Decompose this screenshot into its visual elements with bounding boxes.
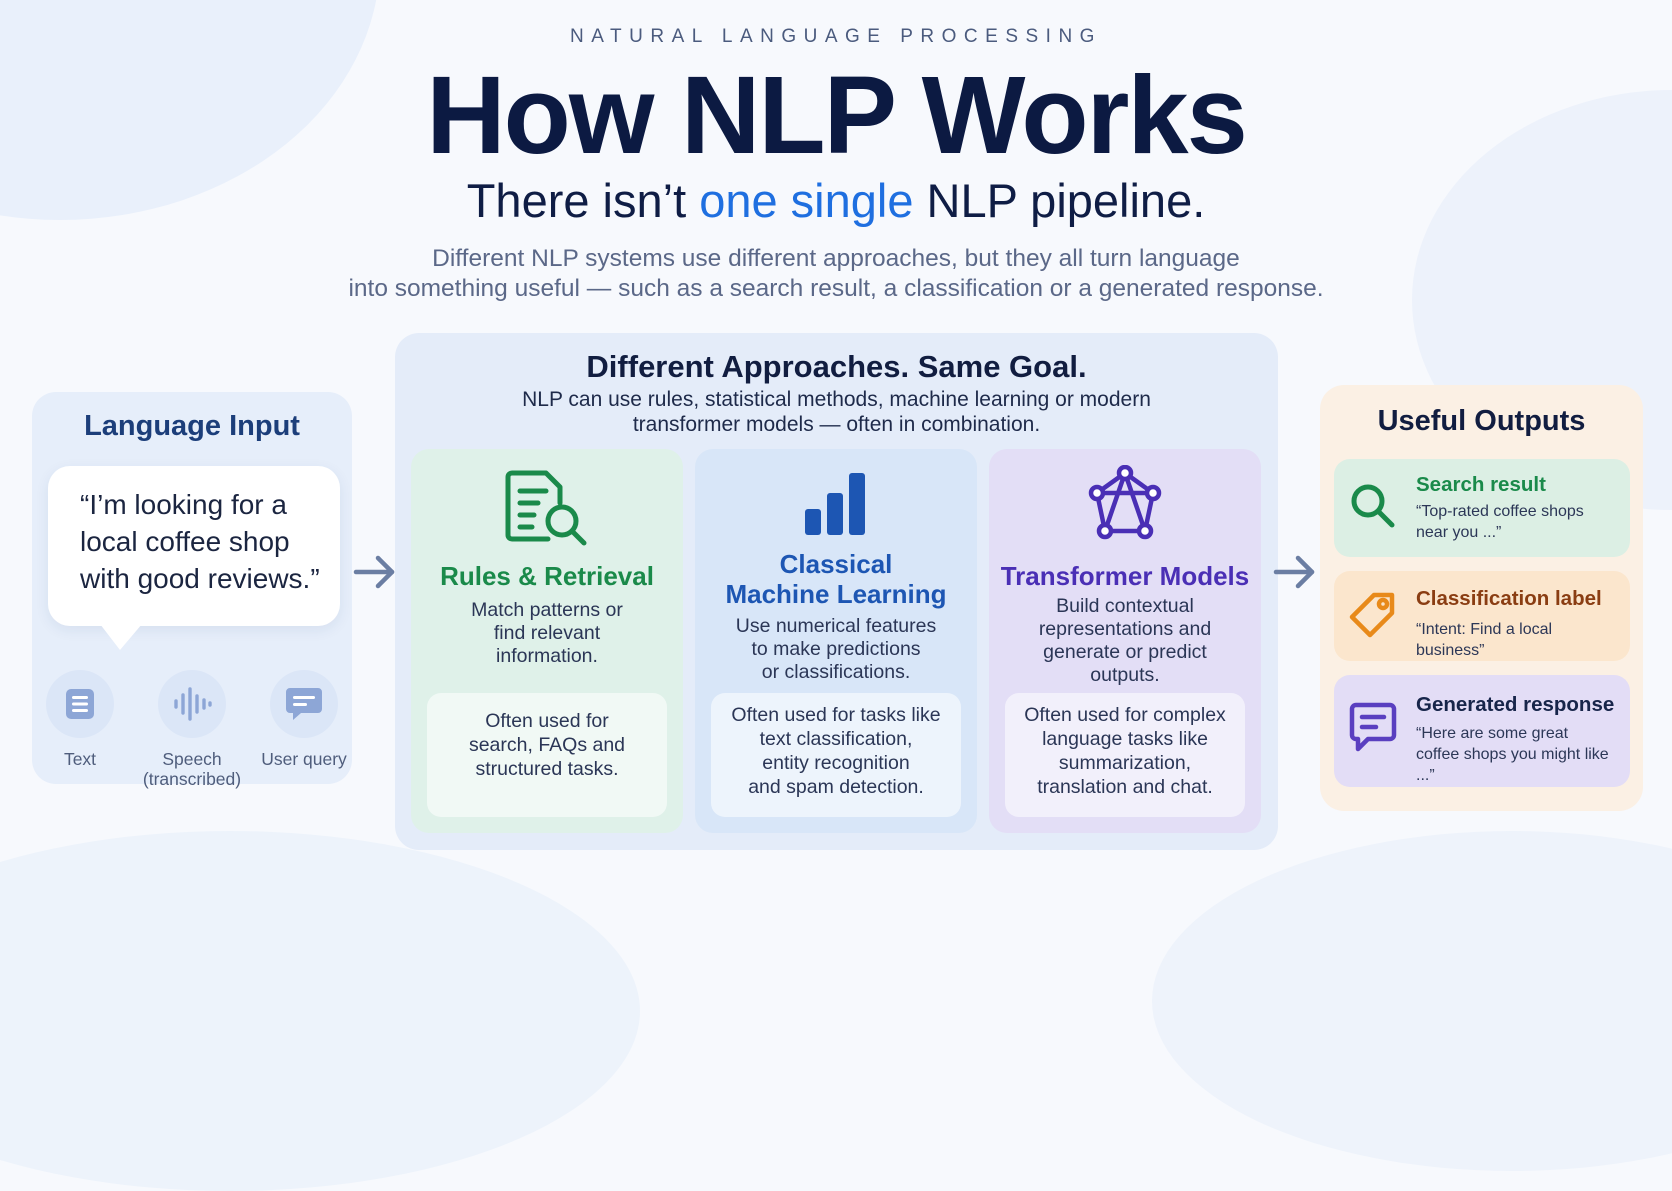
approach-card-note-line: and spam detection. xyxy=(748,776,924,798)
output-text-line: “Here are some great xyxy=(1416,725,1569,742)
input-source-label-line: (transcribed) xyxy=(142,769,242,789)
search-icon xyxy=(1348,481,1398,536)
approach-card-note: Often used for complex language tasks li… xyxy=(1005,693,1245,817)
document-search-icon xyxy=(502,469,592,554)
output-text-line: “Intent: Find a local business” xyxy=(1416,621,1553,659)
flow-arrow-icon xyxy=(352,552,398,592)
input-source-label-line: Text xyxy=(63,749,97,769)
flow-arrow-icon xyxy=(1272,552,1318,592)
output-text: “Here are some great coffee shops you mi… xyxy=(1416,723,1624,786)
output-text: “Top-rated coffee shops near you ...” xyxy=(1416,501,1624,543)
approach-card-description-line: outputs. xyxy=(1090,664,1160,686)
approach-card-description-line: generate or predict xyxy=(1043,641,1207,663)
output-title: Classification label xyxy=(1416,587,1602,610)
output-text: “Intent: Find a local business” xyxy=(1416,619,1624,661)
output-text-line: coffee shops you might like ...” xyxy=(1416,746,1609,784)
input-source-label-line: User query xyxy=(261,749,347,769)
message-icon xyxy=(1348,701,1398,760)
eyebrow-label: NATURAL LANGUAGE PROCESSING xyxy=(570,26,1102,47)
approach-card-title: Classical Machine Learning xyxy=(695,549,977,609)
output-text-line: “Top-rated coffee shops xyxy=(1416,503,1584,520)
approach-card-note-line: Often used for tasks like xyxy=(731,704,941,726)
approach-card-transformer: Transformer Models Build contextual repr… xyxy=(989,449,1261,833)
tag-icon xyxy=(1348,591,1398,646)
output-title: Search result xyxy=(1416,473,1546,496)
quote-text: “I’m looking for a local coffee shop wit… xyxy=(80,486,330,597)
approach-card-description-line: or classifications. xyxy=(761,661,911,683)
output-title: Generated response xyxy=(1416,693,1615,716)
approaches-title: Different Approaches. Same Goal. xyxy=(586,349,1087,384)
page-description: Different NLP systems use different appr… xyxy=(0,244,1672,304)
page-title: How NLP Works xyxy=(426,54,1248,177)
chat-bubble-icon xyxy=(270,670,338,738)
network-graph-icon xyxy=(1085,464,1165,550)
approach-card-note: Often used for tasks like text classific… xyxy=(711,693,961,817)
approach-card-note-line: structured tasks. xyxy=(475,758,619,780)
approaches-subtitle-line: transformer models — often in combinatio… xyxy=(632,413,1041,436)
quote-line: with good reviews.” xyxy=(80,563,320,594)
approach-card-description-line: Build contextual xyxy=(1056,595,1194,617)
quote-bubble-tail xyxy=(100,624,142,650)
approach-card-description: Match patterns or find relevant informat… xyxy=(411,599,683,668)
approach-card-title-line: Classical xyxy=(779,549,893,579)
approach-card-rules: Rules & Retrieval Match patterns or find… xyxy=(411,449,683,833)
description-line: into something useful — such as a search… xyxy=(348,275,1324,302)
approach-card-note-line: search, FAQs and xyxy=(468,734,626,756)
useful-outputs-title: Useful Outputs xyxy=(1377,405,1586,437)
approach-card-description: Use numerical features to make predictio… xyxy=(695,615,977,684)
speech-waveform-icon xyxy=(158,670,226,738)
input-source-label-line: Speech xyxy=(162,749,222,769)
approach-card-title: Rules & Retrieval xyxy=(440,561,654,591)
input-source-label: Text xyxy=(20,749,140,769)
useful-outputs-panel: Useful Outputs Search result “Top-rated … xyxy=(1320,385,1643,811)
approach-card-description-line: Use numerical features xyxy=(735,615,937,637)
approaches-subtitle: NLP can use rules, statistical methods, … xyxy=(395,387,1278,437)
approach-card-note-line: text classification, xyxy=(759,728,913,750)
approach-card-description: Build contextual representations and gen… xyxy=(989,595,1261,687)
approaches-subtitle-line: NLP can use rules, statistical methods, … xyxy=(522,388,1151,411)
language-input-title: Language Input xyxy=(84,410,300,442)
approach-card-title-line: Machine Learning xyxy=(725,579,947,609)
approach-card-description-line: to make predictions xyxy=(751,638,921,660)
approach-card-description-line: Match patterns or xyxy=(471,599,623,621)
approach-card-description-line: representations and xyxy=(1038,618,1212,640)
approach-card-title: Transformer Models xyxy=(1000,561,1250,591)
language-input-panel: Language Input “I’m looking for a local … xyxy=(32,392,352,789)
approach-card-description-line: find relevant xyxy=(493,622,601,644)
output-card-search: Search result “Top-rated coffee shops ne… xyxy=(1334,459,1630,557)
approach-card-note: Often used for search, FAQs and structur… xyxy=(427,693,667,817)
output-card-classification: Classification label “Intent: Find a loc… xyxy=(1334,571,1630,661)
description-line: Different NLP systems use different appr… xyxy=(432,245,1240,272)
approach-card-note-line: language tasks like xyxy=(1042,728,1208,750)
approaches-panel: Different Approaches. Same Goal. NLP can… xyxy=(395,333,1278,850)
approach-card-note-line: entity recognition xyxy=(762,752,910,774)
bar-chart-icon xyxy=(801,469,871,544)
quote-line: local coffee shop xyxy=(80,526,290,557)
approach-card-description-line: information. xyxy=(496,645,598,667)
approach-card-classical-ml: Classical Machine Learning Use numerical… xyxy=(695,449,977,833)
approach-card-note-line: translation and chat. xyxy=(1037,776,1213,798)
input-source-label: User query xyxy=(244,749,364,769)
output-text-line: near you ...” xyxy=(1416,524,1502,541)
quote-bubble: “I’m looking for a local coffee shop wit… xyxy=(48,466,340,626)
approach-card-note-line: Often used for xyxy=(485,710,609,732)
text-document-icon xyxy=(46,670,114,738)
page-subtitle: There isn’t one single NLP pipeline. xyxy=(0,172,1672,230)
input-source-label: Speech (transcribed) xyxy=(132,749,252,789)
subtitle-prefix: There isn’t xyxy=(466,174,700,227)
output-card-generated: Generated response “Here are some great … xyxy=(1334,675,1630,787)
approach-card-note-line: Often used for complex xyxy=(1024,704,1226,726)
subtitle-suffix: NLP pipeline. xyxy=(913,174,1206,227)
quote-line: “I’m looking for a xyxy=(80,489,287,520)
subtitle-highlight: one single xyxy=(699,174,914,227)
approach-card-note-line: summarization, xyxy=(1058,752,1192,774)
